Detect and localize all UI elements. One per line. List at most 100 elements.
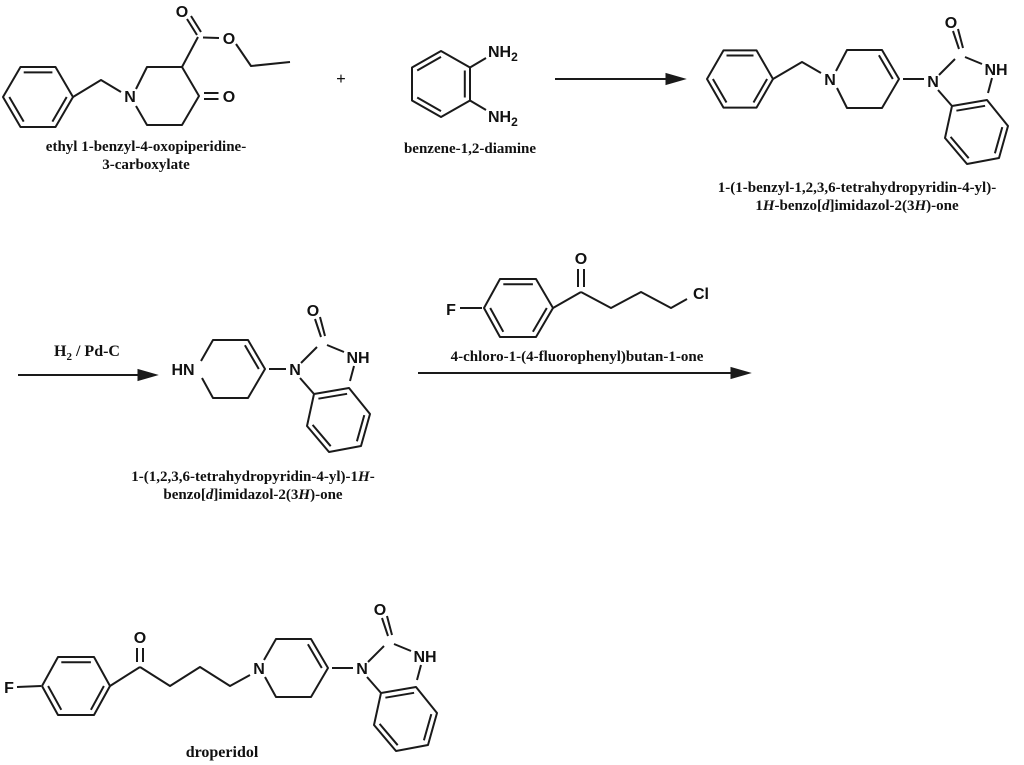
reaction-arrow-2 [18,368,159,382]
compound-6-name-text: droperidol [185,744,259,761]
fluorine-label: F [446,302,456,319]
urea-carbonyl-double-bond [314,316,326,338]
imidazolone-n1-label: N [356,661,368,678]
fused-benzene-double-bonds [378,691,433,746]
compound-1-structure: N O O O [2,4,291,128]
thp-double-bond [307,643,323,669]
chlorine-label: Cl [693,286,709,303]
h2-subscript: 2 [66,351,72,364]
reaction-arrow-3 [418,366,752,380]
ester-oxygen-label: O [223,31,235,48]
benzene-ring [2,66,74,128]
thp-hn-label: HN [171,362,194,379]
compound-3-name: 1-(1-benzyl-1,2,3,6-tetrahydropyridin-4-… [687,179,1024,215]
urea-carbonyl-double-bond [381,615,393,637]
benzene-double-bonds [8,71,68,123]
compound-1-name-line1: ethyl 1-benzyl-4-oxopiperidine- [45,139,247,155]
fused-benzene-double-bonds [311,392,366,447]
step-2-reagent-label: H2 / Pd-C [54,343,120,364]
imidazolone-n1-label: N [927,74,939,91]
imidazolone-nh-label: NH [984,62,1007,79]
compound-3-structure: N N O NH [706,15,1009,165]
amine-sub2: 2 [511,115,518,129]
compound-2-name: benzene-1,2-diamine [370,140,570,158]
benzene-ring [483,278,554,338]
tetrahydropyridine-ring [835,49,900,109]
imidazolone-ring-bonds [299,344,355,395]
compound-4-name-line2: benzo[d]imidazol-2(3H)-one [163,487,343,503]
amine-nh: NH [488,109,511,126]
urea-oxygen-label: O [307,303,319,320]
amine-bond-top [469,57,487,69]
thp-nitrogen-label: N [824,72,836,89]
benzyl-ch2-bonds [72,79,122,98]
imidazolone-nh-label: NH [346,350,369,367]
amine-group-label-top: NH2 [488,44,518,64]
butyl-chain-bonds [580,291,688,309]
benzene-ring [41,656,111,716]
ketone-oxygen-label: O [223,89,235,106]
thp-double-bond [878,54,894,80]
plus-operator: + [336,69,346,88]
fused-benzene-ring [306,387,371,453]
benzene-double-bonds [47,661,105,711]
carbonyl-double-bond [136,648,144,662]
fused-benzene-ring [373,686,438,752]
arrow-head [665,72,687,86]
ester-carbonyl-oxygen-label: O [176,4,188,21]
ester-carbonyl-double-bond [186,15,202,36]
ketone-double-bond [204,92,219,100]
ester-bond [181,36,199,68]
benzene-ring [411,50,471,118]
compound-3-name-line1: 1-(1-benzyl-1,2,3,6-tetrahydropyridin-4-… [717,180,997,196]
benzene-double-bonds [489,283,548,333]
compound-5-name: 4-chloro-1-(4-fluorophenyl)butan-1-one [407,348,747,366]
compound-2-structure: NH2 NH2 [411,44,518,129]
amine-sub2: 2 [511,50,518,64]
urea-carbonyl-double-bond [952,28,964,50]
thp-nitrogen-label: N [253,661,265,678]
compound-4-structure: HN N O NH [171,303,371,453]
fluorine-label: F [4,680,14,697]
butyl-chain-bonds [139,666,251,687]
imidazolone-nh-label: NH [413,649,436,666]
tetrahydropyridine-ring [200,339,266,399]
compound-6-name: droperidol [122,744,322,762]
amine-bond-bottom [469,99,487,111]
benzene-double-bonds [712,54,768,104]
amine-nh: NH [488,44,511,61]
ester-c-o-bond [202,36,220,39]
fused-benzene-double-bonds [949,104,1004,159]
imidazolone-ring-bonds [366,643,422,694]
fused-benzene-ring [944,99,1009,165]
carbonyl-double-bond [577,269,585,287]
thp-double-bond [244,344,260,370]
compound-2-name-text: benzene-1,2-diamine [403,141,537,157]
arrow-head [137,368,159,382]
amine-group-label-bottom: NH2 [488,109,518,129]
compound-5-name-text: 4-chloro-1-(4-fluorophenyl)butan-1-one [450,349,704,365]
urea-oxygen-label: O [945,15,957,32]
compound-6-structure: F O N N O NH [4,602,438,752]
imidazolone-n1-label: N [289,362,301,379]
carbonyl-oxygen-label: O [575,251,587,268]
urea-oxygen-label: O [374,602,386,619]
benzene-ring [706,49,774,109]
benzene-double-bonds [416,56,466,112]
tetrahydropyridine-ring [263,638,329,698]
reaction-arrow-1 [555,72,687,86]
compound-4-name: 1-(1,2,3,6-tetrahydropyridin-4-yl)-1H- b… [103,468,403,504]
aryl-carbonyl-bond [552,291,582,309]
compound-3-name-line2: 1H-benzo[d]imidazol-2(3H)-one [755,198,959,214]
arrow-head [730,366,752,380]
benzyl-ch2-bonds [772,61,822,80]
compound-1-name: ethyl 1-benzyl-4-oxopiperidine- 3-carbox… [0,138,292,174]
compound-4-name-line1: 1-(1,2,3,6-tetrahydropyridin-4-yl)-1H- [131,469,375,485]
piperidine-ring [135,66,200,126]
compound-1-name-line2: 3-carboxylate [102,157,190,173]
ethyl-bonds [235,43,291,67]
aryl-carbonyl-bond [109,666,141,687]
f-bond [16,685,42,688]
